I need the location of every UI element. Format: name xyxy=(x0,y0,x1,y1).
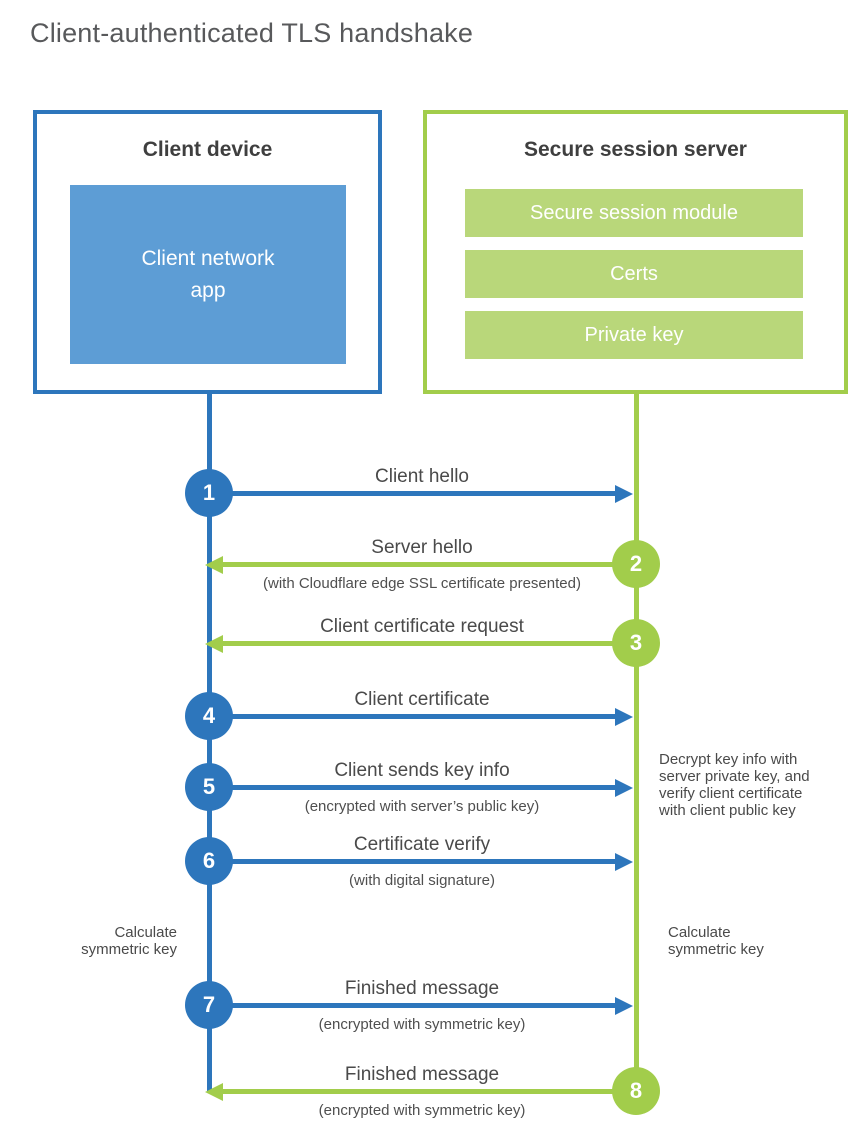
arrow-right-icon xyxy=(615,779,633,797)
step-message-caption: (encrypted with symmetric key) xyxy=(318,1016,526,1033)
step-message-label: Client sends key info xyxy=(334,760,510,781)
step-number-badge: 4 xyxy=(185,692,233,740)
arrow-left-icon xyxy=(205,635,223,653)
step-message-label: Finished message xyxy=(344,1064,500,1085)
step-message-label: Client certificate xyxy=(354,689,490,710)
secure-session-server-box: Secure session server Secure session mod… xyxy=(423,110,848,394)
step-arrow-line xyxy=(210,714,619,719)
step-message-label: Client hello xyxy=(375,466,469,487)
step-arrow-line xyxy=(210,785,619,790)
secure-session-server-heading: Secure session server xyxy=(524,138,747,161)
step-arrow-line xyxy=(223,641,637,646)
step-number-badge: 7 xyxy=(185,981,233,1029)
decrypt-key-info-note: Decrypt key info with server private key… xyxy=(659,751,810,819)
step-message-caption: (with digital signature) xyxy=(349,872,495,889)
client-network-app-box: Client network app xyxy=(70,185,346,364)
step-arrow-line xyxy=(210,859,619,864)
server-lifeline xyxy=(634,394,639,1091)
client-lifeline xyxy=(207,394,212,1092)
arrow-left-icon xyxy=(205,1083,223,1101)
calculate-symmetric-key-note-server: Calculate symmetric key xyxy=(668,924,764,958)
step-arrow-line xyxy=(210,1003,619,1008)
server-bar-secure-session-module: Secure session module xyxy=(465,189,803,237)
step-number-badge: 5 xyxy=(185,763,233,811)
diagram-title: Client-authenticated TLS handshake xyxy=(30,18,474,48)
step-message-caption: (encrypted with server’s public key) xyxy=(304,798,540,815)
step-message-label: Server hello xyxy=(371,537,473,558)
step-number-badge: 1 xyxy=(185,469,233,517)
arrow-right-icon xyxy=(615,485,633,503)
step-message-caption: (encrypted with symmetric key) xyxy=(318,1102,526,1119)
step-message-label: Finished message xyxy=(344,978,500,999)
step-number-badge: 6 xyxy=(185,837,233,885)
step-arrow-line xyxy=(210,491,619,496)
client-device-heading: Client device xyxy=(142,138,273,161)
calculate-symmetric-key-note-client: Calculate symmetric key xyxy=(81,924,177,958)
server-bar-certs: Certs xyxy=(465,250,803,298)
arrow-left-icon xyxy=(205,556,223,574)
step-number-badge: 2 xyxy=(612,540,660,588)
step-message-label: Client certificate request xyxy=(320,616,524,637)
step-message-label: Certificate verify xyxy=(353,834,491,855)
step-message-caption: (with Cloudflare edge SSL certificate pr… xyxy=(263,575,581,592)
arrow-right-icon xyxy=(615,853,633,871)
step-number-badge: 8 xyxy=(612,1067,660,1115)
step-number-badge: 3 xyxy=(612,619,660,667)
step-arrow-line xyxy=(223,562,637,567)
step-arrow-line xyxy=(223,1089,637,1094)
arrow-right-icon xyxy=(615,997,633,1015)
server-bar-private-key: Private key xyxy=(465,311,803,359)
arrow-right-icon xyxy=(615,708,633,726)
client-device-box: Client device Client network app xyxy=(33,110,382,394)
